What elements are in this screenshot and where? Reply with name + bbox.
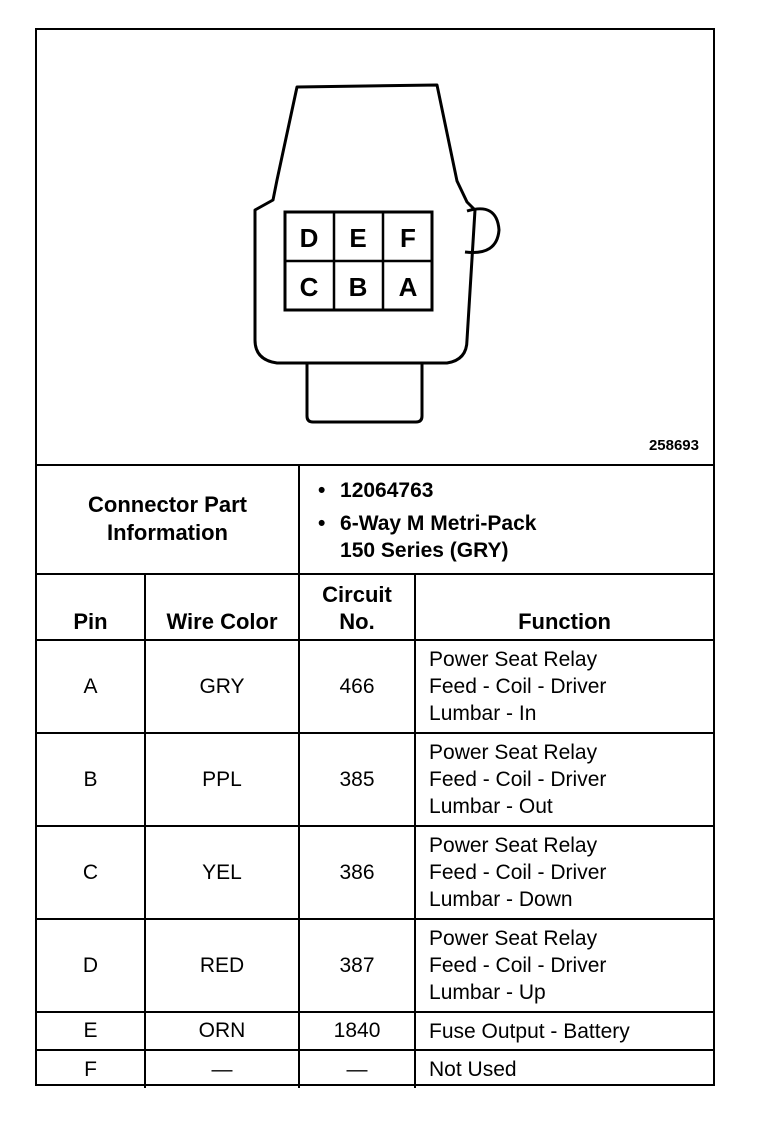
function-cell: Power Seat Relay Feed - Coil - Driver Lu… [414,918,714,1013]
function-line: Feed - Coil - Driver [429,768,607,791]
pin-cell: C [37,825,146,920]
function-line: Fuse Output - Battery [429,1019,630,1043]
pin-label-f: F [400,223,416,253]
header-circuit-line2: No. [339,609,375,634]
bullet-icon: • [318,479,326,502]
pin-cell: F [37,1049,146,1088]
function-line: Lumbar - In [429,702,537,725]
wire-color-cell: RED [143,918,301,1013]
pin-cell: A [37,639,146,734]
header-circuit-line1: Circuit [322,582,392,607]
function-line: Not Used [429,1058,517,1081]
table-row: D RED 387 Power Seat Relay Feed - Coil -… [37,918,714,1013]
pin-label-a: A [399,272,418,302]
pin-cell: D [37,918,146,1013]
function-cell: Power Seat Relay Feed - Coil - Driver Lu… [414,825,714,920]
wire-color-cell: PPL [143,732,301,827]
connector-type-line2: 150 Series (GRY) [340,539,509,562]
connector-info-row: Connector Part Information • 12064763 • … [37,464,714,575]
figure-number: 258693 [648,437,699,454]
function-cell: Fuse Output - Battery [414,1011,714,1051]
header-circuit: Circuit No. [298,573,417,641]
connector-table-frame: D E F C B A 258693 Connector Part Inform… [35,28,715,1088]
bullet-icon: • [318,512,326,535]
function-line: Lumbar - Up [429,981,546,1004]
function-line: Lumbar - Down [429,888,573,911]
connector-diagram: D E F C B A 258693 [37,30,713,466]
connector-info-list: • 12064763 • 6-Way M Metri-Pack 150 Seri… [298,464,714,575]
function-cell: Not Used [414,1049,714,1088]
pin-label-d: D [300,223,319,253]
connector-latch-tab [464,207,501,255]
table-row: A GRY 466 Power Seat Relay Feed - Coil -… [37,639,714,734]
table-row: C YEL 386 Power Seat Relay Feed - Coil -… [37,825,714,920]
function-line: Lumbar - Out [429,795,553,818]
function-line: Power Seat Relay [429,834,598,857]
connector-info-label-line1: Connector Part [88,491,247,517]
header-function: Function [414,573,714,641]
connector-info-label: Connector Part Information [37,464,301,575]
function-line: Feed - Coil - Driver [429,675,607,698]
connector-housing-outline [253,83,477,365]
function-line: Feed - Coil - Driver [429,954,607,977]
connector-pinout-table: Connector Part Information • 12064763 • … [37,464,714,1088]
function-line: Feed - Coil - Driver [429,861,607,884]
circuit-cell: 466 [298,639,417,734]
circuit-cell: 385 [298,732,417,827]
connector-part-number: • 12064763 [318,477,713,504]
function-cell: Power Seat Relay Feed - Coil - Driver Lu… [414,639,714,734]
function-line: Power Seat Relay [429,648,598,671]
pin-cell: B [37,732,146,827]
pin-cell: E [37,1011,146,1051]
pin-label-e: E [349,223,366,253]
connector-bottom-tab [305,363,424,424]
wire-color-cell: ORN [143,1011,301,1051]
table-row: E ORN 1840 Fuse Output - Battery [37,1011,714,1051]
part-number-text: 12064763 [340,479,434,502]
circuit-cell: 1840 [298,1011,417,1051]
wire-color-cell: YEL [143,825,301,920]
circuit-cell: 387 [298,918,417,1013]
wire-color-cell: GRY [143,639,301,734]
connector-type-line1: 6-Way M Metri-Pack [340,512,537,535]
connector-type: • 6-Way M Metri-Pack 150 Series (GRY) [318,510,713,564]
header-wire-color: Wire Color [143,573,301,641]
table-row: F — — Not Used [37,1049,714,1088]
wire-color-cell: — [143,1049,301,1088]
pin-label-b: B [349,272,368,302]
function-line: Power Seat Relay [429,741,598,764]
circuit-cell: — [298,1049,417,1088]
header-pin: Pin [37,573,146,641]
function-line: Power Seat Relay [429,927,598,950]
function-cell: Power Seat Relay Feed - Coil - Driver Lu… [414,732,714,827]
table-header-row: Pin Wire Color Circuit No. Function [37,573,714,641]
connector-illustration: D E F C B A [253,83,501,424]
connector-info-label-line2: Information [107,519,228,545]
circuit-cell: 386 [298,825,417,920]
pin-label-c: C [300,272,319,302]
table-row: B PPL 385 Power Seat Relay Feed - Coil -… [37,732,714,827]
